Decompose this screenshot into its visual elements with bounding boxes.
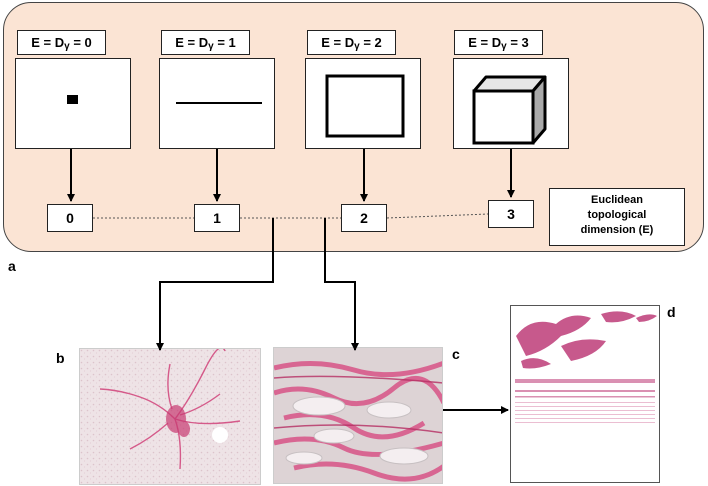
- tissue-image-b: [80, 349, 260, 484]
- panel-label-c: c: [452, 346, 460, 362]
- micrograph-c: [273, 347, 443, 484]
- shape-box-point: [15, 58, 131, 149]
- square-icon: [325, 74, 405, 138]
- dimension-label-3: E = Dγ = 3: [454, 30, 543, 55]
- panel-label-a: a: [8, 258, 16, 274]
- dimension-label-1: E = Dγ = 1: [161, 30, 250, 55]
- cube-icon: [472, 75, 547, 145]
- tissue-image-c: [274, 348, 442, 483]
- panel-label-b: b: [56, 350, 65, 366]
- line-icon: [176, 102, 262, 104]
- dimension-number-0: 0: [47, 204, 93, 232]
- shape-box-line: [159, 58, 275, 149]
- dimension-scale-line: [93, 213, 489, 219]
- connector-to-b: [156, 218, 274, 351]
- dimension-label-0: E = Dγ = 0: [17, 30, 106, 55]
- shape-box-square: [305, 58, 421, 149]
- dimension-label-2: E = Dγ = 2: [307, 30, 396, 55]
- dimension-number-3: 3: [488, 200, 534, 228]
- point-icon: [67, 95, 78, 104]
- dimension-number-1: 1: [194, 204, 240, 232]
- panel-label-d: d: [667, 304, 676, 320]
- binary-image-d: [515, 311, 657, 423]
- shape-box-cube: [453, 58, 569, 149]
- segmented-image-d: [510, 305, 660, 483]
- dimension-number-2: 2: [341, 204, 387, 232]
- micrograph-b: [79, 348, 261, 485]
- euclidean-dimension-legend: Euclidean topological dimension (E): [549, 188, 685, 246]
- connector-to-c: [324, 218, 359, 351]
